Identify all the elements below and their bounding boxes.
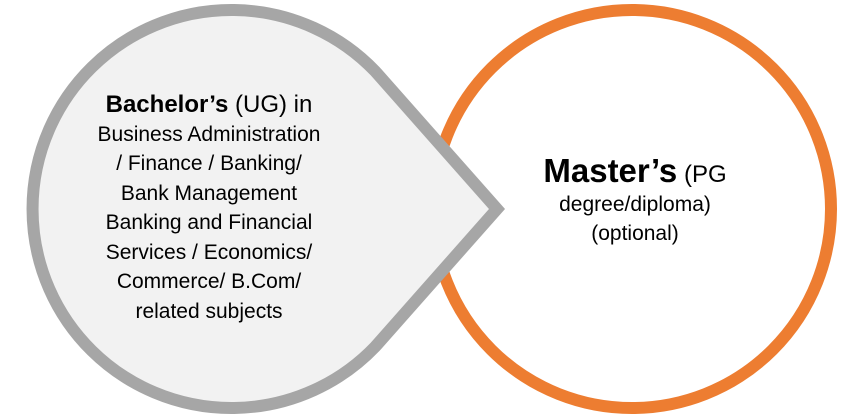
bachelors-line: related subjects <box>135 299 283 323</box>
bachelors-teardrop <box>26 4 506 414</box>
bachelors-line: Services / Economics/ <box>105 240 313 264</box>
bachelors-line: Commerce/ B.Com/ <box>116 270 302 293</box>
bachelors-line: Banking and Financial <box>105 211 313 234</box>
masters-heading-level: (PG <box>683 161 727 188</box>
bachelors-heading-bold: Bachelor’s <box>105 91 229 118</box>
masters-line: (optional) <box>591 222 679 245</box>
masters-heading-bold: Master’s <box>543 152 678 189</box>
bachelors-heading: Bachelor’s (UG) in <box>66 90 352 120</box>
bachelors-heading-tail: in <box>293 91 313 118</box>
masters-line: degree/diploma) <box>559 192 711 216</box>
bachelors-line: Bank Management <box>120 181 298 205</box>
bachelors-heading-level: (UG) <box>235 91 287 118</box>
bachelors-line: / Finance / Banking/ <box>116 152 302 175</box>
bachelors-text: Bachelor’s (UG) in Business Administrati… <box>66 90 352 326</box>
bachelors-line: Business Administration <box>97 122 321 146</box>
masters-text: Master’s (PG degree/diploma) (optional) <box>510 154 760 249</box>
masters-heading: Master’s (PG <box>510 154 760 190</box>
